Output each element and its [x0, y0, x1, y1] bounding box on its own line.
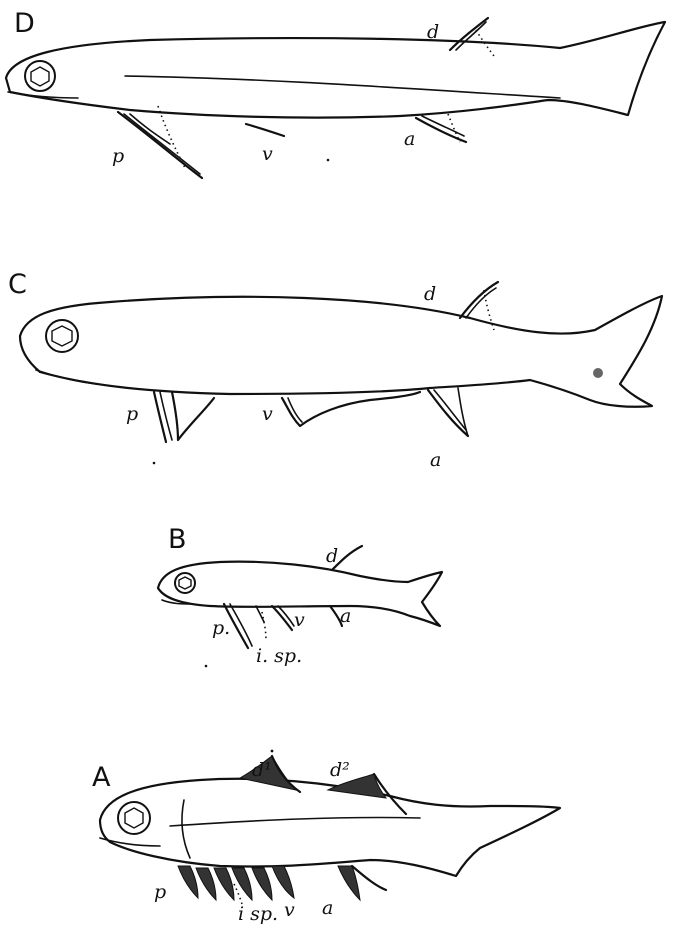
- ventral-fin-a: [272, 866, 294, 898]
- label-dorsal-c: d: [424, 283, 436, 305]
- pectoral-fin-c: [172, 392, 214, 440]
- label-pectoral-b: p.: [212, 617, 230, 639]
- label-ventral-d: v: [262, 143, 273, 165]
- panel-letter-c: C: [8, 269, 27, 300]
- panel-letter-b: B: [168, 524, 187, 555]
- pectoral-ray3-a: [214, 868, 234, 900]
- lateral-line-d: [125, 76, 560, 98]
- label-dorsal-d: d: [427, 21, 439, 43]
- eye-pupil-a: [125, 808, 143, 828]
- label-anal-d: a: [404, 128, 415, 150]
- panel-letter-a: A: [92, 762, 111, 793]
- eye-pupil-d: [31, 67, 49, 86]
- intermediate-spine-b: [256, 606, 264, 622]
- label-dorsal-b: d: [326, 545, 338, 567]
- label-dorsal2-a: d²: [330, 759, 350, 781]
- pectoral-spine-base-d: [130, 114, 170, 144]
- label-anal-c: a: [430, 449, 441, 471]
- pectoral-spine-inner-b: [230, 604, 252, 646]
- pectoral-ray1-a: [178, 866, 198, 898]
- pectoral-ray2-a: [196, 868, 216, 900]
- pectoral-spine-c: [154, 392, 166, 442]
- dorsal-spine-inner-d: [456, 22, 486, 50]
- pectoral-spine-d: [118, 112, 202, 178]
- pectoral-ray5-a: [252, 868, 272, 900]
- label-ventral-c: v: [262, 403, 273, 425]
- eye-pupil-c: [52, 326, 72, 346]
- label-anal-b: a: [340, 605, 351, 627]
- tail-blot-c: [593, 368, 603, 378]
- intermediate-dots-b: [262, 612, 266, 640]
- label-intermediate-a: i sp.: [238, 903, 278, 925]
- speck-d: [327, 159, 330, 162]
- pectoral-spine-inner-c: [160, 392, 172, 440]
- fish-body-d: [6, 22, 665, 118]
- intermediate-dots-a: [234, 884, 242, 904]
- label-intermediate-b: i. sp.: [256, 645, 302, 667]
- panel-d: D d p v a: [6, 8, 665, 178]
- pectoral-spine-inner-d: [124, 114, 200, 174]
- speck-b: [205, 665, 208, 668]
- dorsal-spine-d: [450, 18, 488, 50]
- fish-body-c: [20, 296, 662, 407]
- dorsal-spine-inner-c: [466, 288, 496, 318]
- panel-letter-d: D: [14, 8, 35, 39]
- label-dorsal1-a: d¹: [252, 759, 272, 781]
- lateral-line-a: [170, 817, 420, 826]
- fish-body-a: [100, 779, 560, 876]
- label-pectoral-a: p: [154, 881, 166, 903]
- ventral-spine-d: [246, 124, 284, 136]
- panel-b: B d p. v a i. sp.: [158, 524, 442, 667]
- panel-c: C d p v a: [8, 269, 662, 471]
- label-anal-a: a: [322, 897, 333, 919]
- label-ventral-a: v: [284, 899, 295, 921]
- speck-c: [153, 462, 156, 465]
- gill-line-a: [182, 800, 190, 858]
- label-pectoral-c: p: [126, 403, 138, 425]
- panel-a: A d¹ d² p v a i sp.: [92, 750, 560, 925]
- dorsal-tip-a: [271, 750, 274, 753]
- dorsal-spine-c: [460, 282, 498, 318]
- pectoral-ray4-a: [232, 868, 252, 900]
- ventral-fin-c: [282, 392, 420, 426]
- label-pectoral-d: p: [112, 145, 124, 167]
- eye-pupil-b: [179, 577, 191, 589]
- label-ventral-b: v: [294, 609, 305, 631]
